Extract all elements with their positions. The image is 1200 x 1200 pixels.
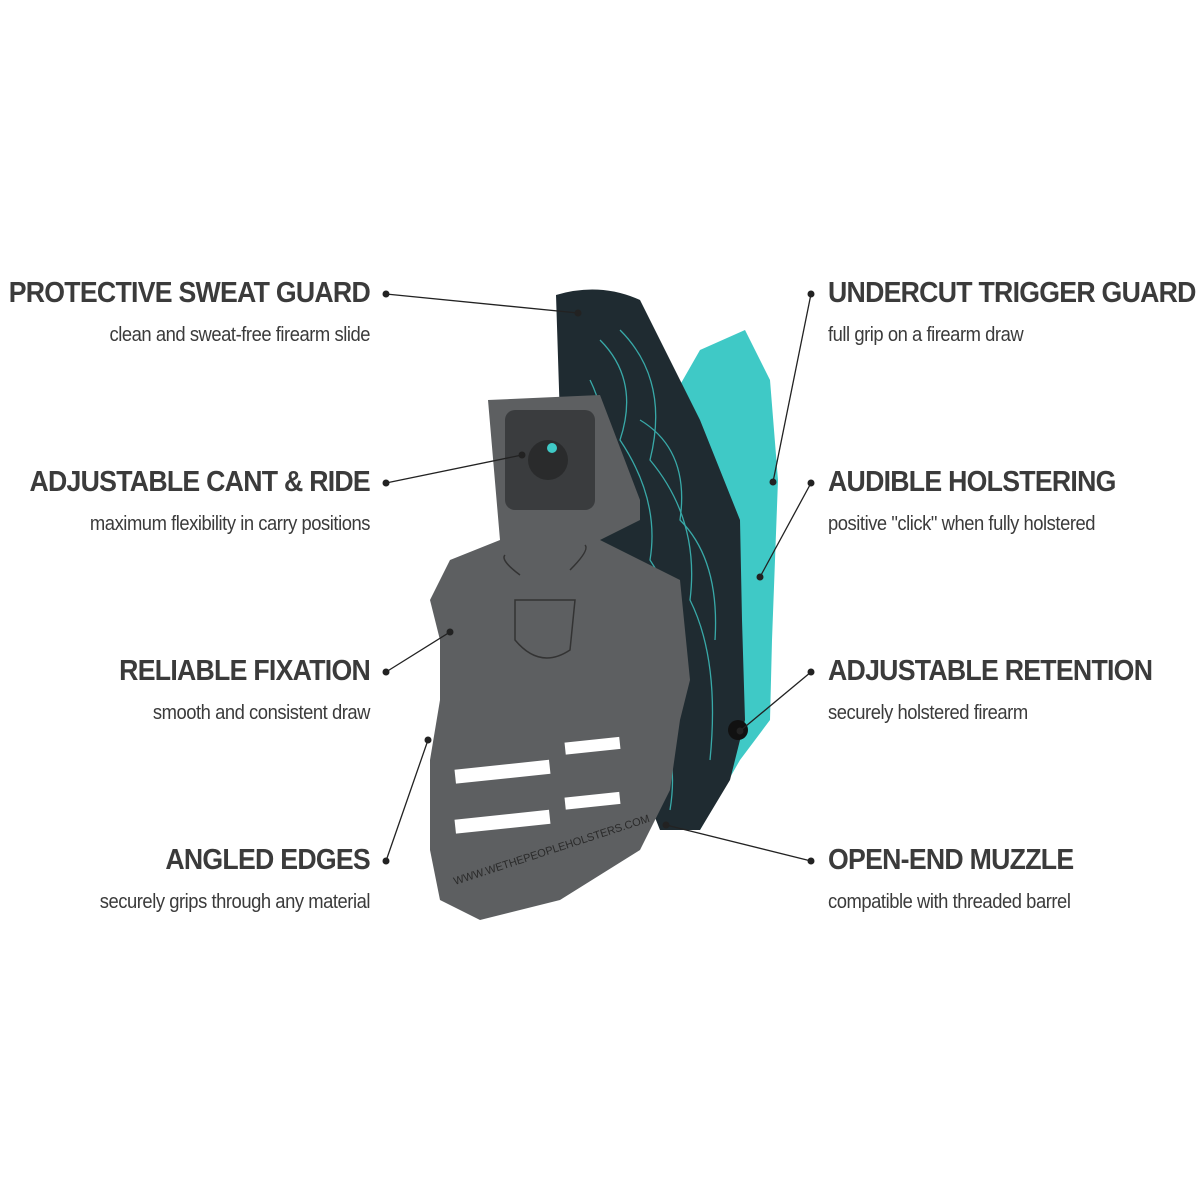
feature-fixation: RELIABLE FIXATION smooth and consistent … (0, 655, 371, 725)
feature-subtitle: clean and sweat-free firearm slide (109, 324, 371, 346)
clip-slots (454, 736, 621, 834)
feature-retention: ADJUSTABLE RETENTION securely holstered … (828, 655, 1188, 725)
feature-muzzle: OPEN-END MUZZLE compatible with threaded… (828, 844, 1188, 914)
feature-subtitle: positive "click" when fully holstered (828, 513, 1096, 535)
feature-title: ADJUSTABLE CANT & RIDE (29, 466, 371, 498)
feature-audible: AUDIBLE HOLSTERING positive "click" when… (828, 466, 1188, 536)
brand-logo (503, 544, 587, 659)
feature-subtitle: maximum flexibility in carry positions (89, 513, 371, 535)
feature-subtitle: securely grips through any material (99, 891, 371, 913)
feature-subtitle: securely holstered firearm (828, 702, 1028, 724)
feature-subtitle: full grip on a firearm draw (828, 324, 1024, 346)
feature-title: AUDIBLE HOLSTERING (828, 466, 1116, 498)
feature-title: UNDERCUT TRIGGER GUARD (828, 277, 1196, 309)
callout-dots (382, 290, 815, 865)
feature-title: PROTECTIVE SWEAT GUARD (8, 277, 371, 309)
belt-clip (430, 395, 690, 920)
feature-cant-ride: ADJUSTABLE CANT & RIDE maximum flexibili… (0, 466, 370, 536)
feature-title: ADJUSTABLE RETENTION (828, 655, 1153, 687)
feature-subtitle: compatible with threaded barrel (828, 891, 1071, 913)
feature-angled-edges: ANGLED EDGES securely grips through any … (0, 844, 371, 914)
feature-sweat-guard: PROTECTIVE SWEAT GUARD clean and sweat-f… (0, 277, 371, 347)
feature-title: ANGLED EDGES (165, 844, 370, 876)
feature-title: RELIABLE FIXATION (119, 655, 371, 687)
mount-screw (528, 440, 568, 480)
callout-lines (385, 293, 812, 862)
feature-title: OPEN-END MUZZLE (828, 844, 1074, 876)
feature-trigger-guard: UNDERCUT TRIGGER GUARD full grip on a fi… (828, 277, 1196, 347)
feature-subtitle: smooth and consistent draw (152, 702, 371, 724)
